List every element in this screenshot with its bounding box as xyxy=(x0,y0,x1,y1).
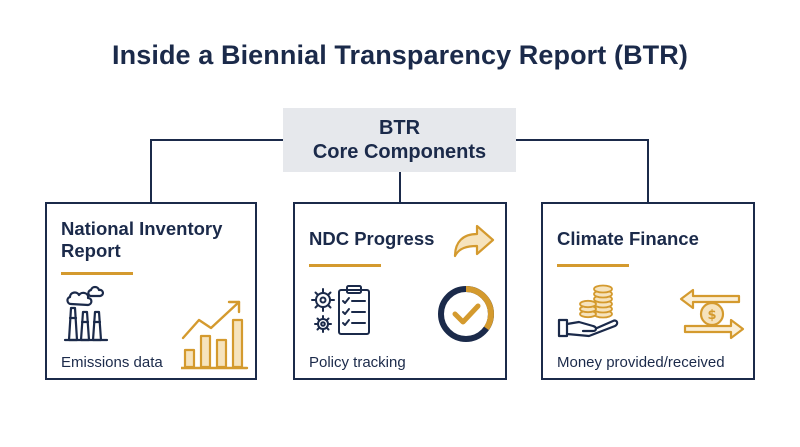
card-divider xyxy=(309,264,381,267)
svg-text:$: $ xyxy=(707,308,716,323)
card-divider xyxy=(61,272,133,275)
core-components-box: BTR Core Components xyxy=(283,108,516,172)
card-caption: Policy tracking xyxy=(309,354,406,371)
card-national-inventory-report: National Inventory Report xyxy=(45,202,257,380)
forward-arrow-icon xyxy=(453,224,495,258)
card-ndc-progress: NDC Progress Policy trac xyxy=(293,202,507,380)
bar-chart-growth-icon xyxy=(181,300,249,370)
card-title: National Inventory Report xyxy=(61,218,223,261)
card-caption: Emissions data xyxy=(61,354,163,371)
card-title: Climate Finance xyxy=(557,228,699,249)
card-caption: Money provided/received xyxy=(557,354,725,371)
progress-check-icon xyxy=(438,286,494,342)
gears-checklist-icon xyxy=(311,285,370,335)
hand-coins-icon xyxy=(557,284,619,338)
page-title: Inside a Biennial Transparency Report (B… xyxy=(112,40,688,70)
card-divider xyxy=(557,264,629,267)
core-label-line1: BTR xyxy=(378,117,421,139)
factory-icon xyxy=(63,285,109,342)
card-title: NDC Progress xyxy=(309,228,435,249)
card-climate-finance: Climate Finance $ M xyxy=(541,202,755,380)
exchange-arrows-icon: $ xyxy=(679,288,745,340)
core-label-line2: Core Components xyxy=(312,141,487,163)
